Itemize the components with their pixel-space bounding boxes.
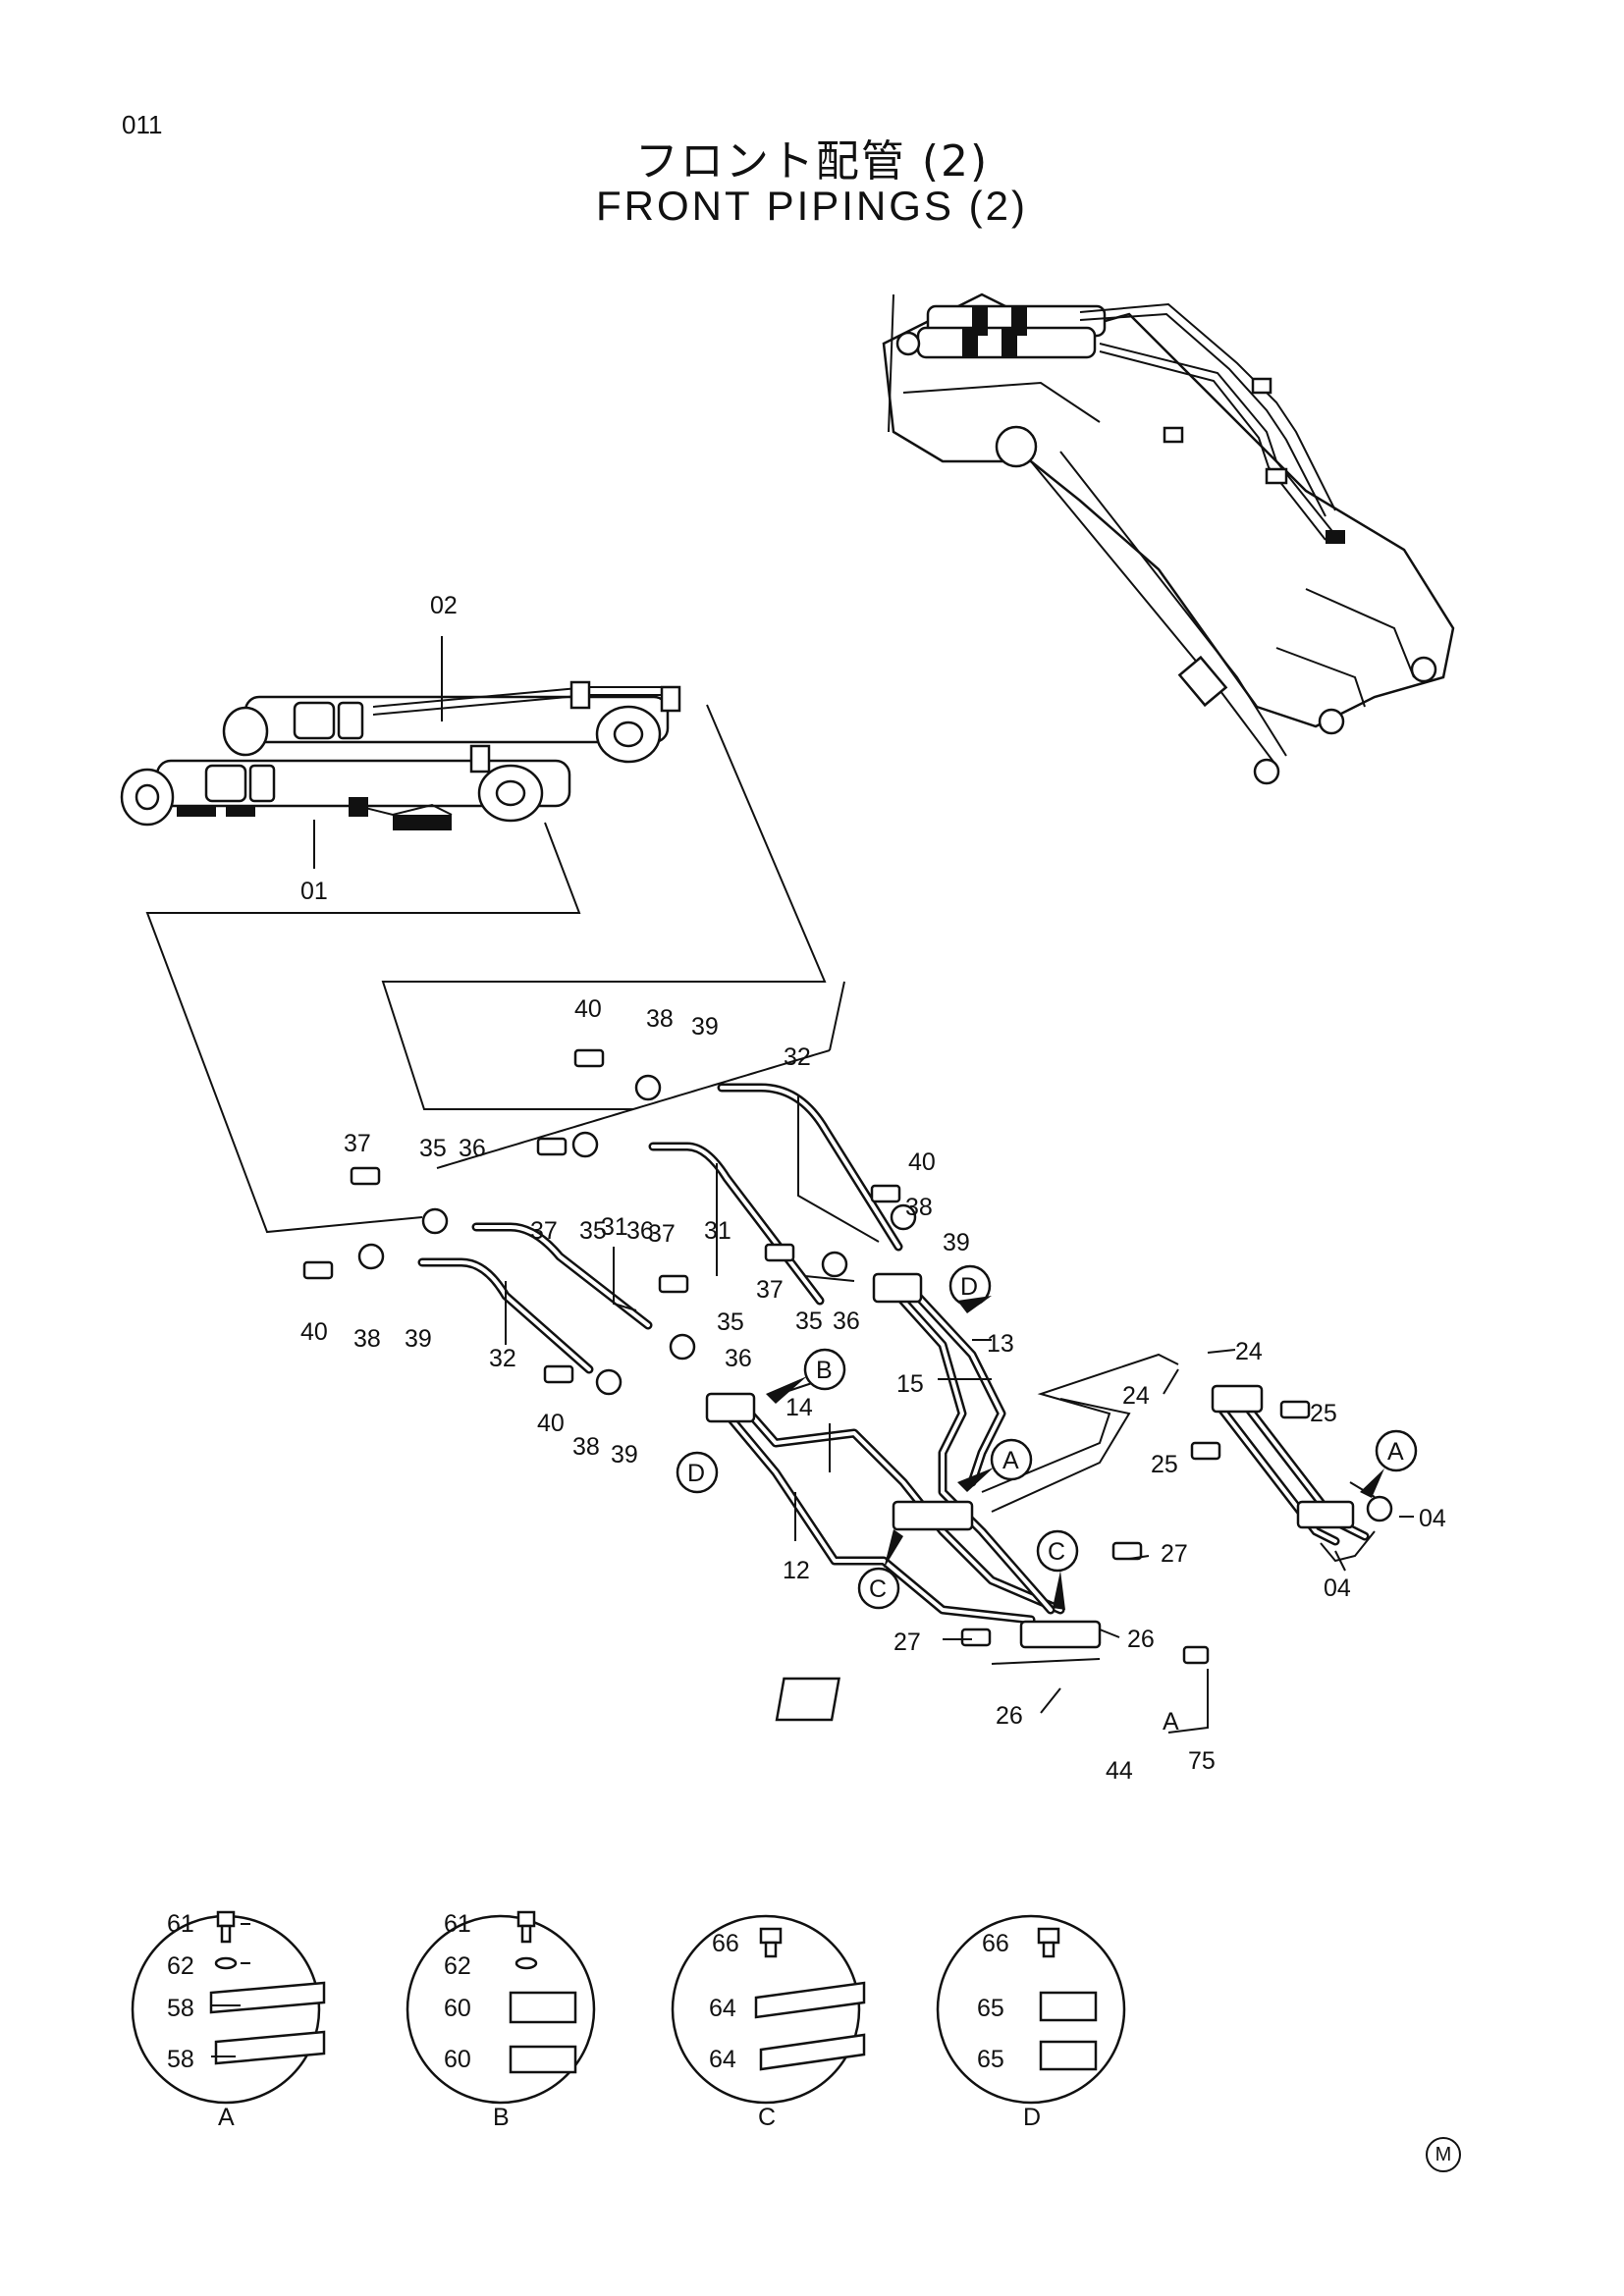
detail-B-label-60-top: 60 — [444, 1995, 471, 2022]
label-36-a: 36 — [459, 1135, 486, 1162]
callout-D-2: D — [687, 1460, 705, 1487]
detail-view-A: 61 62 58 58 A — [131, 1910, 326, 2131]
callout-C-1: C — [869, 1575, 887, 1603]
excavator-boom-overview — [882, 293, 1455, 785]
detail-A-name: A — [218, 2104, 235, 2131]
label-01: 01 — [300, 878, 328, 905]
label-24-b: 24 — [1122, 1382, 1150, 1410]
detail-D-label-65-bottom: 65 — [977, 2046, 1004, 2073]
callout-D-1: D — [960, 1273, 978, 1301]
detail-A-label-61: 61 — [167, 1910, 194, 1938]
label-04-a: 04 — [1419, 1505, 1446, 1532]
callouts: D B D A C C A — [676, 1264, 1418, 1610]
label-40-d: 40 — [537, 1410, 565, 1437]
callout-C-2: C — [1048, 1538, 1065, 1566]
label-35-c: 35 — [795, 1308, 823, 1335]
label-39-d: 39 — [611, 1441, 638, 1468]
boom-cylinders-01-02 — [120, 680, 681, 830]
label-35-d: 35 — [717, 1308, 744, 1336]
label-32-a: 32 — [784, 1043, 811, 1071]
label-39-a: 39 — [691, 1013, 719, 1041]
detail-view-D: 66 65 65 D — [936, 1914, 1126, 2131]
label-39-c: 39 — [405, 1325, 432, 1353]
detail-A-label-58-top: 58 — [167, 1995, 194, 2022]
label-39-b: 39 — [943, 1229, 970, 1256]
detail-B-label-60-bottom: 60 — [444, 2046, 471, 2073]
label-35-b: 35 — [579, 1217, 607, 1245]
clamps-and-fittings — [302, 1048, 1393, 1722]
label-38-a: 38 — [646, 1005, 674, 1033]
reference-frames — [145, 704, 845, 1234]
label-27-b: 27 — [893, 1629, 921, 1656]
callout-A-2: A — [1387, 1438, 1404, 1466]
label-04-b: 04 — [1324, 1575, 1351, 1602]
detail-A-label-58-bottom: 58 — [167, 2046, 194, 2073]
detail-D-label-66: 66 — [982, 1930, 1009, 1957]
label-25-b: 25 — [1151, 1451, 1178, 1478]
detail-C-label-64-top: 64 — [709, 1995, 736, 2022]
label-12: 12 — [783, 1557, 810, 1584]
page-number: 011 — [122, 110, 163, 139]
label-14: 14 — [785, 1394, 813, 1421]
label-37-a: 37 — [344, 1130, 371, 1157]
detail-view-B: 61 62 60 60 B — [406, 1910, 596, 2131]
detail-D-label-65-top: 65 — [977, 1995, 1004, 2022]
label-13: 13 — [987, 1330, 1014, 1358]
label-27-a: 27 — [1161, 1540, 1188, 1568]
detail-C-name: C — [758, 2104, 776, 2131]
detail-C-label-64-bottom: 64 — [709, 2046, 736, 2073]
title-english: FRONT PIPINGS (2) — [596, 183, 1028, 229]
label-75: 75 — [1188, 1747, 1216, 1775]
callout-A-1: A — [1002, 1447, 1019, 1474]
detail-D-name: D — [1023, 2104, 1041, 2131]
label-24-a: 24 — [1235, 1338, 1263, 1365]
title-japanese: フロント配管 (2) — [634, 136, 990, 187]
label-25-a: 25 — [1310, 1400, 1337, 1427]
label-02: 02 — [430, 592, 458, 619]
label-40-c: 40 — [300, 1318, 328, 1346]
label-36-d: 36 — [725, 1345, 752, 1372]
pipes-12-15-04 — [722, 1281, 1376, 1625]
label-36-b: 36 — [626, 1217, 654, 1245]
label-32-b: 32 — [489, 1345, 516, 1372]
label-38-c: 38 — [353, 1325, 381, 1353]
label-35-a: 35 — [419, 1135, 447, 1162]
label-A: A — [1163, 1708, 1179, 1735]
detail-A-label-62: 62 — [167, 1952, 194, 1980]
detail-B-label-62: 62 — [444, 1952, 471, 1980]
detail-C-label-66: 66 — [712, 1930, 739, 1957]
leader-lines — [313, 636, 1414, 1734]
label-38-d: 38 — [572, 1433, 600, 1461]
label-40-b: 40 — [908, 1148, 936, 1176]
pipes-31-32 — [417, 1083, 903, 1374]
label-15: 15 — [896, 1370, 924, 1398]
label-37-c: 37 — [648, 1220, 676, 1248]
label-31-b: 31 — [601, 1213, 628, 1241]
revision-mark: M — [1426, 2137, 1461, 2172]
detail-B-name: B — [493, 2104, 510, 2131]
label-40-a: 40 — [574, 995, 602, 1023]
label-37-b: 37 — [530, 1217, 558, 1245]
detail-B-label-61: 61 — [444, 1910, 471, 1938]
label-26-b: 26 — [996, 1702, 1023, 1730]
label-26-a: 26 — [1127, 1626, 1155, 1653]
label-44: 44 — [1106, 1757, 1133, 1785]
detail-view-C: 66 64 64 C — [671, 1914, 866, 2131]
callout-B-1: B — [816, 1357, 833, 1384]
label-38-b: 38 — [905, 1194, 933, 1221]
label-31-a: 31 — [704, 1217, 731, 1245]
part-labels: 02 01 40 38 39 32 37 35 36 37 35 36 31 3… — [300, 592, 1446, 1785]
label-37-d: 37 — [756, 1276, 784, 1304]
label-36-c: 36 — [833, 1308, 860, 1335]
